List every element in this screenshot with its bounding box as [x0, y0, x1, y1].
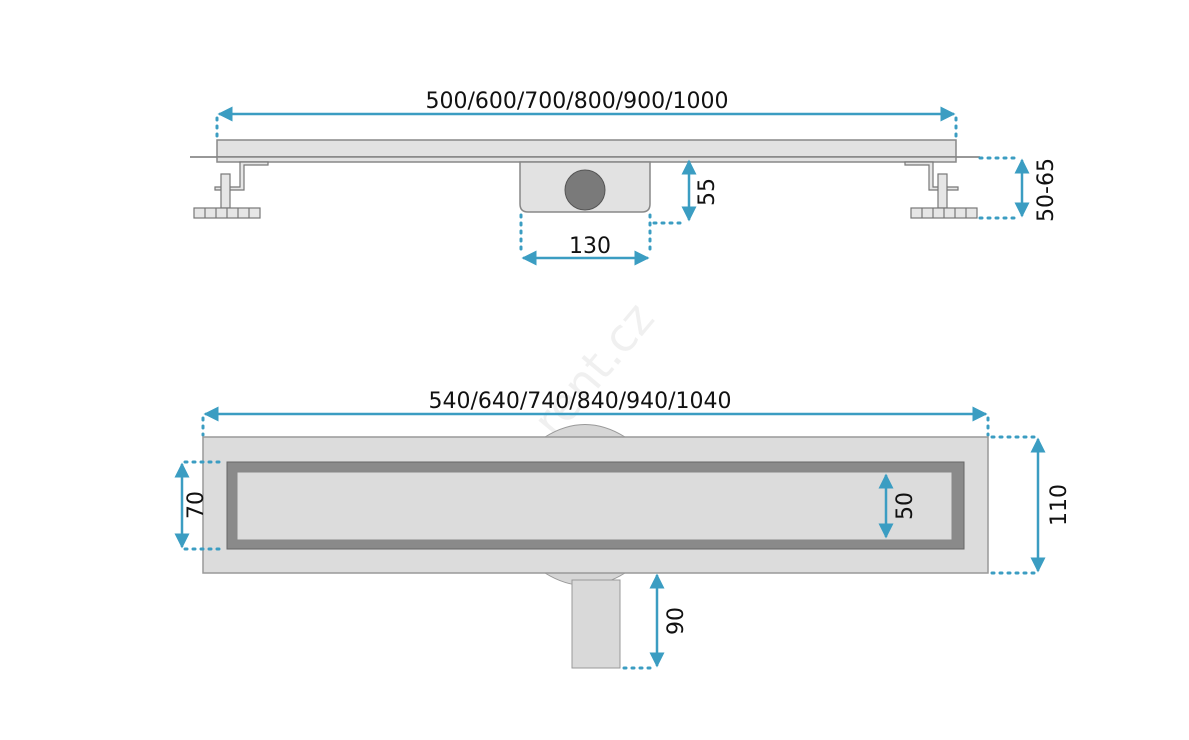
length-label: 500/600/700/800/900/1000 — [425, 89, 728, 114]
outlet-top-cap — [543, 424, 627, 438]
outlet-circle — [564, 169, 606, 211]
watermark: rent.cz — [522, 292, 665, 447]
grate-width-label: 70 — [184, 491, 209, 519]
right-leveling-foot — [904, 161, 978, 219]
height-range-label: 50-65 — [1034, 158, 1059, 222]
side-view: 500/600/700/800/900/1000 — [190, 89, 1059, 266]
body-width-label: 110 — [1047, 484, 1072, 526]
inner-width-label: 50 — [893, 492, 918, 520]
pipe-depth-label: 90 — [664, 607, 689, 635]
outlet-pipe — [571, 579, 621, 669]
body-length-label: 540/640/740/840/940/1040 — [428, 389, 731, 414]
drain-height-label: 55 — [695, 178, 720, 206]
plan-view: 540/640/740/840/940/1040 70 50 110 90 — [174, 389, 1072, 670]
grate-bar — [216, 139, 957, 158]
left-leveling-foot — [193, 161, 269, 219]
drain-width-label: 130 — [569, 234, 611, 259]
grate-insert — [236, 471, 953, 541]
